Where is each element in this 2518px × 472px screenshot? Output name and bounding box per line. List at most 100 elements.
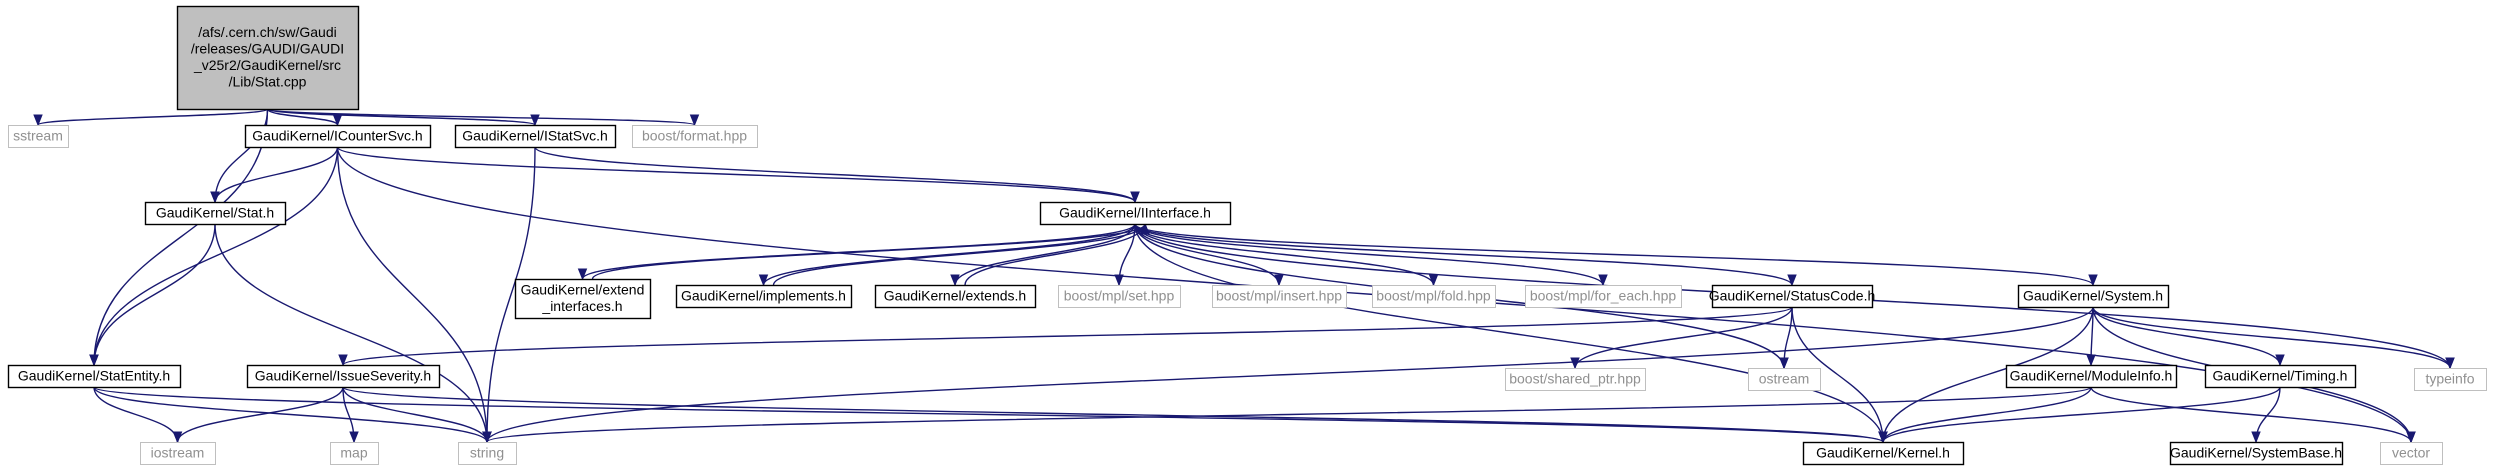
edge-line [93, 386, 488, 443]
edge-root-to-sstream [33, 108, 269, 127]
edge-line [336, 146, 1136, 203]
arrowhead-icon [577, 268, 588, 281]
node-implements[interactable]: GaudiKernel/implements.h [675, 284, 853, 309]
edge-line [214, 146, 339, 203]
edge-line [486, 306, 2094, 443]
edge-stat-to-string [214, 223, 492, 444]
node-label: boost/shared_ptr.hpp [1509, 370, 1641, 386]
node-extends[interactable]: GaudiKernel/extends.h [874, 284, 1037, 309]
node-label: sstream [13, 127, 63, 143]
graph-nodes: /afs/.cern.ch/sw/Gaudi/releases/GAUDI/GA… [7, 5, 2487, 466]
node-mplforeach: boost/mpl/for_each.hpp [1525, 285, 1682, 308]
node-label: GaudiKernel/ICounterSvc.h [252, 127, 422, 143]
node-statuscode[interactable]: GaudiKernel/StatusCode.h [1709, 284, 1876, 309]
node-istatsvc[interactable]: GaudiKernel/IStatSvc.h [454, 124, 617, 149]
edge-moduleinfo-to-kernel [1878, 386, 2092, 444]
edge-system-to-timing [2092, 306, 2285, 367]
node-label: GaudiKernel/extends.h [884, 287, 1026, 303]
node-label: GaudiKernel/implements.h [681, 287, 846, 303]
node-box [675, 284, 853, 309]
edge-timing-to-kernel [1878, 386, 2281, 444]
node-iinterface[interactable]: GaudiKernel/IInterface.h [1039, 201, 1232, 226]
node-box [2414, 368, 2487, 391]
node-label: GaudiKernel/IssueSeverity.h [255, 367, 431, 383]
node-label: GaudiKernel/ModuleInfo.h [2010, 367, 2173, 383]
node-box [8, 125, 69, 148]
edge-istatsvc-to-iinterface [534, 146, 1140, 204]
edge-line [762, 223, 1136, 286]
edge-line [2092, 306, 2281, 366]
arrowhead-icon [332, 114, 343, 127]
node-moduleinfo[interactable]: GaudiKernel/ModuleInfo.h [2005, 364, 2178, 389]
node-box [1372, 285, 1496, 308]
arrowhead-icon [482, 431, 492, 444]
edge-line [772, 223, 1146, 286]
node-system[interactable]: GaudiKernel/System.h [2017, 284, 2170, 309]
arrowhead-icon [2406, 431, 2416, 444]
edge-line [2092, 306, 2451, 369]
arrowhead-icon [2086, 354, 2096, 367]
edge-iinterface-to-mplset [1114, 223, 1136, 287]
node-label: _v25r2/GaudiKernel/src [193, 57, 341, 73]
node-box [1748, 368, 1821, 391]
arrowhead-icon [950, 274, 960, 287]
node-label: string [470, 444, 504, 460]
node-issueseverity[interactable]: GaudiKernel/IssueSeverity.h [246, 364, 441, 389]
arrowhead-icon [1878, 431, 1888, 444]
node-root[interactable]: /afs/.cern.ch/sw/Gaudi/releases/GAUDI/GA… [176, 5, 360, 111]
node-box [246, 364, 441, 389]
node-box [514, 278, 652, 320]
node-kernel[interactable]: GaudiKernel/Kernel.h [1802, 441, 1965, 466]
node-label: /afs/.cern.ch/sw/Gaudi [198, 24, 337, 40]
edge-line [342, 386, 488, 443]
node-sharedptr: boost/shared_ptr.hpp [1505, 368, 1646, 391]
node-statentity[interactable]: GaudiKernel/StatEntity.h [7, 364, 182, 389]
edge-timing-to-systembase [2251, 386, 2281, 444]
arrowhead-icon [210, 191, 220, 204]
edge-line [37, 108, 269, 126]
node-box [454, 124, 617, 149]
node-icountersvc[interactable]: GaudiKernel/ICounterSvc.h [244, 124, 432, 149]
edge-line [1134, 223, 1793, 286]
node-box [632, 125, 758, 148]
edge-line [266, 108, 339, 126]
edge-iinterface-to-mplfold [1134, 223, 1439, 287]
node-label: boost/mpl/insert.hpp [1216, 287, 1342, 303]
node-timing[interactable]: GaudiKernel/Timing.h [2204, 364, 2357, 389]
edge-line [2090, 386, 2412, 443]
node-label: boost/format.hpp [642, 127, 747, 143]
arrowhead-icon [172, 431, 183, 444]
edge-iinterface-to-mplinsert [1134, 223, 1284, 287]
node-label: ostream [1759, 370, 1810, 386]
edge-line [1134, 223, 1884, 443]
edge-line [1882, 386, 2092, 443]
node-label: GaudiKernel/StatusCode.h [1709, 287, 1876, 303]
edge-iinterface-to-implements [758, 223, 1136, 287]
node-stat[interactable]: GaudiKernel/Stat.h [144, 201, 287, 226]
edge-stat-to-statentity [89, 223, 216, 367]
arrowhead-icon [338, 354, 348, 367]
edge-line [342, 306, 1793, 366]
edge-line [176, 386, 344, 443]
edge-iinterface-to-statuscode [1134, 223, 1797, 287]
node-boostformat: boost/format.hpp [632, 125, 758, 148]
node-label: /releases/GAUDI/GAUDI [191, 41, 344, 57]
edge-line [1791, 306, 1884, 443]
arrowhead-icon [89, 354, 99, 367]
edge-root-to-boostformat [266, 108, 700, 127]
edge-line [1134, 223, 1280, 286]
node-label: GaudiKernel/StatEntity.h [18, 367, 170, 383]
node-box [2380, 442, 2443, 465]
edge-line [93, 223, 216, 366]
edge-iinterface-to-system [1134, 223, 2098, 287]
node-extendif[interactable]: GaudiKernel/extend_interfaces.h [514, 278, 652, 320]
edge-line [214, 223, 488, 443]
edge-line [266, 108, 696, 126]
node-label: GaudiKernel/IStatSvc.h [462, 127, 608, 143]
node-systembase[interactable]: GaudiKernel/SystemBase.h [2169, 441, 2344, 466]
node-label: iostream [151, 444, 205, 460]
arrowhead-icon [1598, 274, 1608, 287]
node-vector: vector [2380, 442, 2443, 465]
node-box [2169, 441, 2344, 466]
